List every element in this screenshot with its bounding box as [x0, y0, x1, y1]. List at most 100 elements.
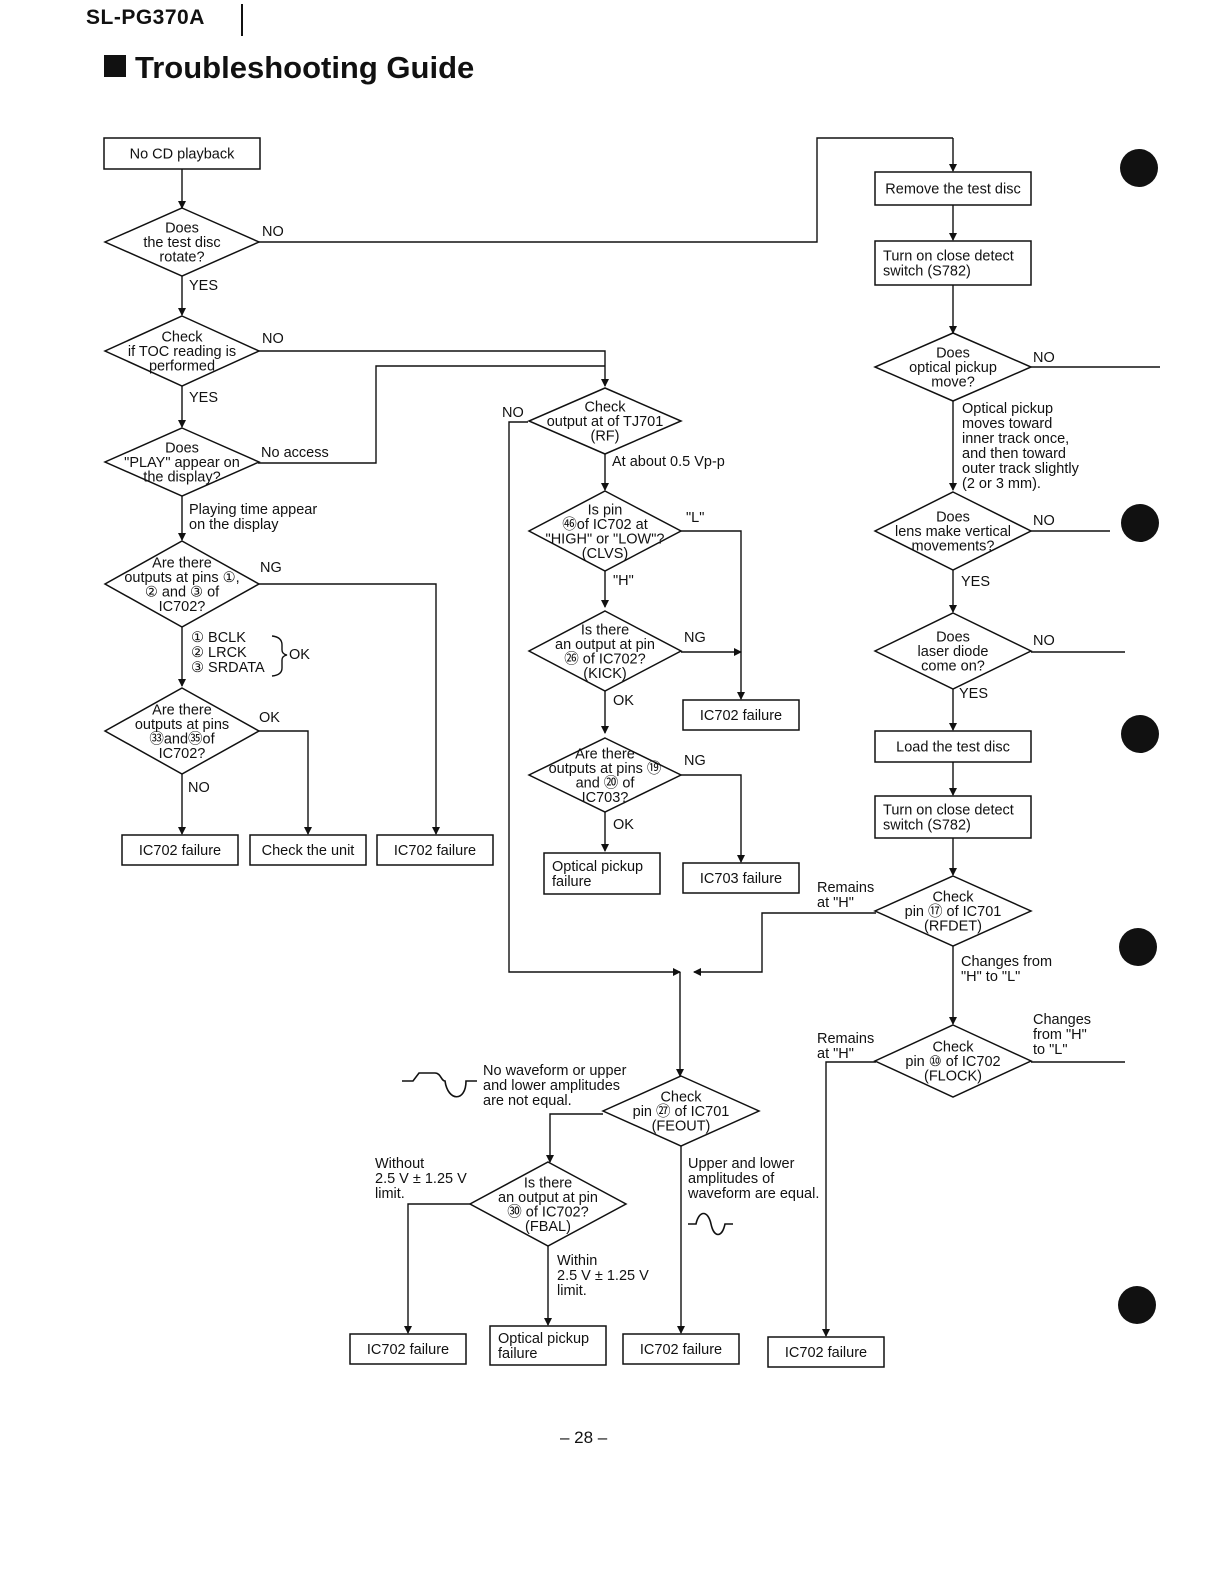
branch-label-line: YES: [961, 574, 990, 590]
decision-diamond: [873, 491, 1033, 571]
branch-label-line: "H": [613, 573, 634, 589]
branch-label-l10: OK: [259, 710, 280, 726]
branch-label-line: Playing time appear: [189, 502, 317, 518]
branch-label-line: Changes from: [961, 954, 1052, 970]
process-box-b12: IC702 failure: [349, 1333, 467, 1365]
process-box-text: IC702 failure: [139, 843, 221, 859]
branch-label-l2: YES: [189, 278, 218, 294]
process-box-b7: IC703 failure: [682, 862, 800, 894]
decision-text-line: the display?: [143, 470, 220, 486]
decision-text-line: IC702?: [159, 599, 206, 615]
process-box-b10: Load the test disc: [874, 730, 1032, 763]
decision-diamond: [103, 315, 261, 387]
process-box-b15: IC702 failure: [767, 1336, 885, 1368]
connector: [508, 421, 681, 976]
decision-text-line: (FBAL): [525, 1219, 571, 1235]
process-box-text-line: IC702 failure: [139, 843, 221, 859]
branch-label-line: NO: [262, 224, 284, 240]
process-box-text: IC702 failure: [367, 1342, 449, 1358]
decision-text-line: Does: [936, 346, 970, 362]
branch-label-line: OK: [613, 817, 634, 833]
branch-label-l23: YES: [961, 574, 990, 590]
process-box-text-line: Remove the test disc: [885, 182, 1020, 198]
ok-brace: [271, 635, 288, 677]
decision-text-line: (KICK): [583, 666, 627, 682]
process-box-frame: [874, 730, 1032, 763]
connector: [258, 730, 312, 835]
process-box-text-line: IC702 failure: [394, 843, 476, 859]
branch-label-line: "L": [686, 510, 704, 526]
process-box-text-line: Turn on close detect: [883, 249, 1014, 265]
process-box-text-line: Optical pickup: [552, 859, 643, 875]
process-box-text-line: Load the test disc: [896, 740, 1010, 756]
decision-diamond: [527, 737, 683, 813]
branch-label-line: NG: [260, 560, 282, 576]
decision-text-line: ㉝and㉟of: [149, 730, 215, 747]
process-box-b4: IC702 failure: [376, 834, 494, 866]
branch-label-l16: NG: [684, 630, 706, 646]
decision-text-line: pin ㉗ of IC701: [633, 1103, 730, 1120]
process-box-text: IC702 failure: [640, 1342, 722, 1358]
process-box-b8: Remove the test disc: [874, 171, 1032, 206]
process-box-frame: [682, 862, 800, 894]
branch-label-l12: NO: [502, 405, 524, 421]
page-title: Troubleshooting Guide: [104, 50, 474, 86]
decision-text-line: ② and ③ of: [145, 584, 220, 600]
margin-dot-3-icon: [1121, 715, 1159, 753]
branch-label-line: on the display: [189, 517, 279, 533]
branch-label-line: and lower amplitudes: [483, 1078, 620, 1094]
decision-diamond: [873, 1024, 1033, 1098]
branch-label-l24: NO: [1033, 633, 1055, 649]
branch-label-l20: NO: [1033, 350, 1055, 366]
connector: [258, 350, 609, 387]
branch-label-l7: NG: [260, 560, 282, 576]
process-box-text-line: IC703 failure: [700, 871, 782, 887]
decision-text-line: "PLAY" appear on: [124, 455, 240, 471]
decision-text-line: performed: [149, 359, 215, 375]
decision-text-line: Check: [932, 890, 974, 906]
decision-text-line: the test disc: [143, 235, 220, 251]
margin-dot-5-icon: [1118, 1286, 1156, 1324]
process-box-b5: IC702 failure: [682, 699, 800, 731]
branch-label-line: at "H": [817, 1046, 854, 1062]
branch-label-l5: No access: [261, 445, 329, 461]
branch-label-line: Remains: [817, 1031, 874, 1047]
process-box-text: Remove the test disc: [885, 182, 1020, 198]
process-box-text-line: switch (S782): [883, 264, 971, 280]
decision-text-line: Are there: [152, 702, 212, 718]
decision-text-line: laser diode: [918, 644, 989, 660]
branch-label-line: OK: [289, 647, 310, 663]
branch-label-l11: NO: [188, 780, 210, 796]
branch-label-line: are not equal.: [483, 1093, 572, 1109]
process-box-text: IC702 failure: [394, 843, 476, 859]
decision-text-line: if TOC reading is: [128, 344, 236, 360]
process-box-frame: [874, 240, 1032, 286]
decision-text-line: "HIGH" or "LOW"?: [546, 531, 665, 547]
process-box-frame: [622, 1333, 740, 1365]
process-box-text-line: Check the unit: [262, 843, 355, 859]
branch-label-line: YES: [959, 686, 988, 702]
process-box-text: IC703 failure: [700, 871, 782, 887]
process-box-frame: [489, 1325, 607, 1366]
process-box-frame: [682, 699, 800, 731]
process-box-frame: [767, 1336, 885, 1368]
decision-text-line: Check: [161, 330, 203, 346]
decision-text-line: IC703?: [582, 790, 629, 806]
branch-label-l13: At about 0.5 Vp-p: [612, 454, 725, 470]
branch-label-l4: YES: [189, 390, 218, 406]
branch-label-line: amplitudes of: [688, 1171, 775, 1187]
